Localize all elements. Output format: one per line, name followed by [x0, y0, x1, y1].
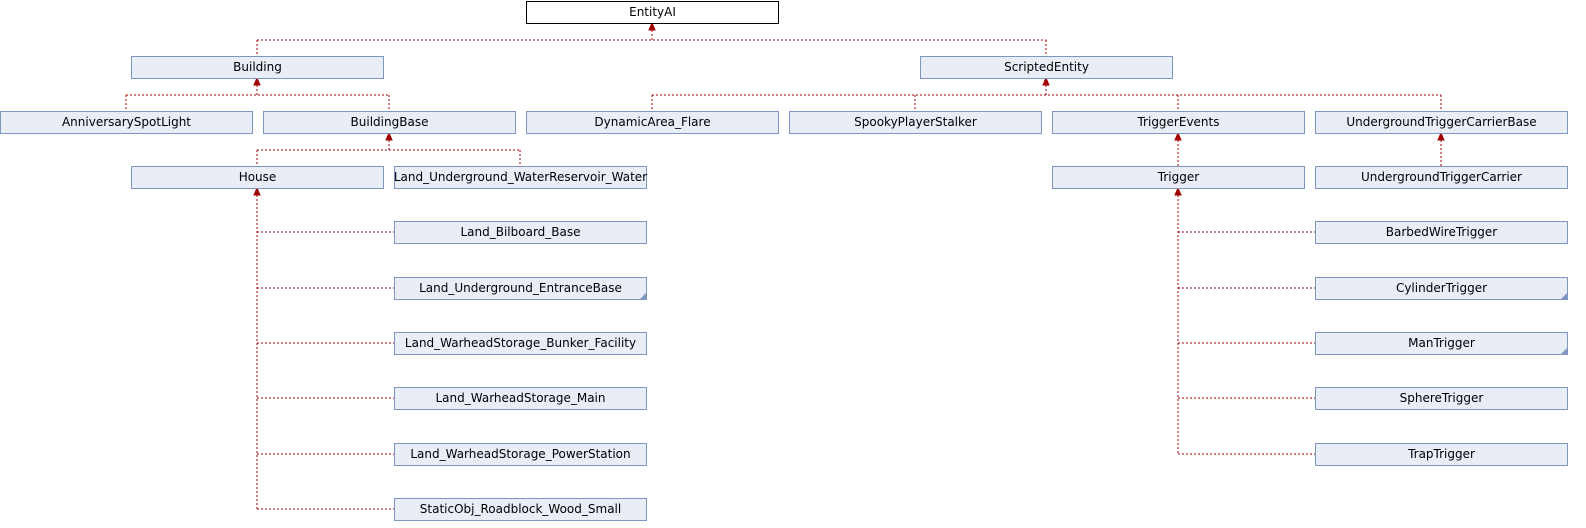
- class-label: Building: [233, 60, 282, 74]
- class-label: BarbedWireTrigger: [1386, 225, 1498, 239]
- class-box: [394, 166, 647, 189]
- edge-group-scriptedentity: [651, 76, 1442, 111]
- arrowhead-triggerevents: [1174, 131, 1182, 141]
- class-node-spookyplayerstalker[interactable]: SpookyPlayerStalker: [789, 111, 1042, 134]
- class-box: [394, 498, 647, 521]
- class-box: [394, 277, 647, 300]
- class-node-trigger[interactable]: Trigger: [1052, 166, 1305, 189]
- class-box: [1052, 166, 1305, 189]
- class-node-scriptedentity[interactable]: ScriptedEntity: [920, 56, 1173, 79]
- class-box: [1315, 277, 1568, 300]
- class-label: CylinderTrigger: [1396, 281, 1487, 295]
- class-box: [394, 443, 647, 466]
- class-node-spheretrigger[interactable]: SphereTrigger: [1315, 387, 1568, 410]
- class-box: [394, 221, 647, 244]
- class-label: Land_Underground_WaterReservoir_Water: [394, 170, 647, 184]
- edge-group-trigger: [1174, 186, 1315, 455]
- class-node-land-underground-entrancebase[interactable]: Land_Underground_EntranceBase: [394, 277, 647, 300]
- class-box: [1052, 111, 1305, 134]
- class-node-anniversaryspotlight[interactable]: AnniversarySpotLight: [0, 111, 253, 134]
- class-label: TrapTrigger: [1407, 447, 1475, 461]
- class-node-land-bilboard-base[interactable]: Land_Bilboard_Base: [394, 221, 647, 244]
- class-box: [394, 332, 647, 355]
- class-box: [526, 1, 779, 24]
- edge-group-house: [253, 186, 394, 510]
- class-node-cylindertrigger[interactable]: CylinderTrigger: [1315, 277, 1568, 300]
- class-label: Land_Bilboard_Base: [460, 225, 580, 239]
- class-box: [1315, 332, 1568, 355]
- edge-group-undergroundtriggercarrierbase: [1437, 131, 1445, 166]
- collapsed-children-marker-icon: [1561, 348, 1567, 354]
- class-label: Land_Underground_EntranceBase: [419, 281, 622, 295]
- class-box: [1315, 387, 1568, 410]
- class-box: [1315, 443, 1568, 466]
- class-label: ScriptedEntity: [1004, 60, 1089, 74]
- class-node-triggerevents[interactable]: TriggerEvents: [1052, 111, 1305, 134]
- arrowhead-trigger: [1174, 186, 1182, 196]
- class-label: DynamicArea_Flare: [594, 115, 710, 129]
- class-node-staticobj-roadblock-wood-small[interactable]: StaticObj_Roadblock_Wood_Small: [394, 498, 647, 521]
- class-label: House: [239, 170, 277, 184]
- class-label: TriggerEvents: [1136, 115, 1219, 129]
- class-node-barbedwiretrigger[interactable]: BarbedWireTrigger: [1315, 221, 1568, 244]
- arrowhead-scriptedentity: [1042, 76, 1050, 86]
- class-node-undergroundtriggercarrierbase[interactable]: UndergroundTriggerCarrierBase: [1315, 111, 1568, 134]
- class-box: [131, 56, 384, 79]
- nodes-layer: EntityAI Building ScriptedEntityAnniversar…: [0, 1, 1568, 521]
- class-node-land-warheadstorage-bunker-facility[interactable]: Land_WarheadStorage_Bunker_Facility: [394, 332, 647, 355]
- class-node-building[interactable]: Building: [131, 56, 384, 79]
- class-label: BuildingBase: [351, 115, 429, 129]
- class-node-buildingbase[interactable]: BuildingBase: [263, 111, 516, 134]
- class-label: EntityAI: [629, 5, 676, 19]
- class-box: [263, 111, 516, 134]
- edge-group-building: [125, 76, 390, 111]
- class-box: [1315, 221, 1568, 244]
- class-label: SpookyPlayerStalker: [854, 115, 977, 129]
- class-node-dynamicarea-flare[interactable]: DynamicArea_Flare: [526, 111, 779, 134]
- class-label: Land_WarheadStorage_Bunker_Facility: [405, 336, 636, 350]
- class-box: [789, 111, 1042, 134]
- class-label: ManTrigger: [1408, 336, 1475, 350]
- class-label: Land_WarheadStorage_Main: [436, 391, 606, 405]
- class-node-land-underground-waterreservoir-water[interactable]: Land_Underground_WaterReservoir_Water: [394, 166, 647, 189]
- arrowhead-buildingbase: [385, 131, 393, 141]
- class-label: SphereTrigger: [1400, 391, 1484, 405]
- class-node-house[interactable]: House: [131, 166, 384, 189]
- class-label: UndergroundTriggerCarrier: [1361, 170, 1522, 184]
- class-box: [394, 387, 647, 410]
- class-node-undergroundtriggercarrier[interactable]: UndergroundTriggerCarrier: [1315, 166, 1568, 189]
- class-label: Land_WarheadStorage_PowerStation: [410, 447, 630, 461]
- class-node-entityai[interactable]: EntityAI: [526, 1, 779, 24]
- arrowhead-entityai: [648, 21, 656, 31]
- class-label: Trigger: [1157, 170, 1199, 184]
- arrowhead-building: [253, 76, 261, 86]
- class-box: [0, 111, 253, 134]
- edge-group-entityai: [256, 21, 1047, 56]
- class-box: [526, 111, 779, 134]
- class-box: [920, 56, 1173, 79]
- collapsed-children-marker-icon: [640, 293, 646, 299]
- class-label: StaticObj_Roadblock_Wood_Small: [420, 502, 621, 516]
- class-node-land-warheadstorage-powerstation[interactable]: Land_WarheadStorage_PowerStation: [394, 443, 647, 466]
- class-label: UndergroundTriggerCarrierBase: [1346, 115, 1536, 129]
- edge-group-triggerevents: [1174, 131, 1182, 166]
- edge-group-buildingbase: [256, 131, 521, 166]
- class-box: [131, 166, 384, 189]
- class-box: [1315, 166, 1568, 189]
- class-node-traptrigger[interactable]: TrapTrigger: [1315, 443, 1568, 466]
- collapsed-children-marker-icon: [1561, 293, 1567, 299]
- arrowhead-house: [253, 186, 261, 196]
- class-label: AnniversarySpotLight: [62, 115, 191, 129]
- arrowhead-undergroundtriggercarrierbase: [1437, 131, 1445, 141]
- class-node-mantrigger[interactable]: ManTrigger: [1315, 332, 1568, 355]
- class-node-land-warheadstorage-main[interactable]: Land_WarheadStorage_Main: [394, 387, 647, 410]
- edges-layer: [125, 21, 1445, 510]
- class-box: [1315, 111, 1568, 134]
